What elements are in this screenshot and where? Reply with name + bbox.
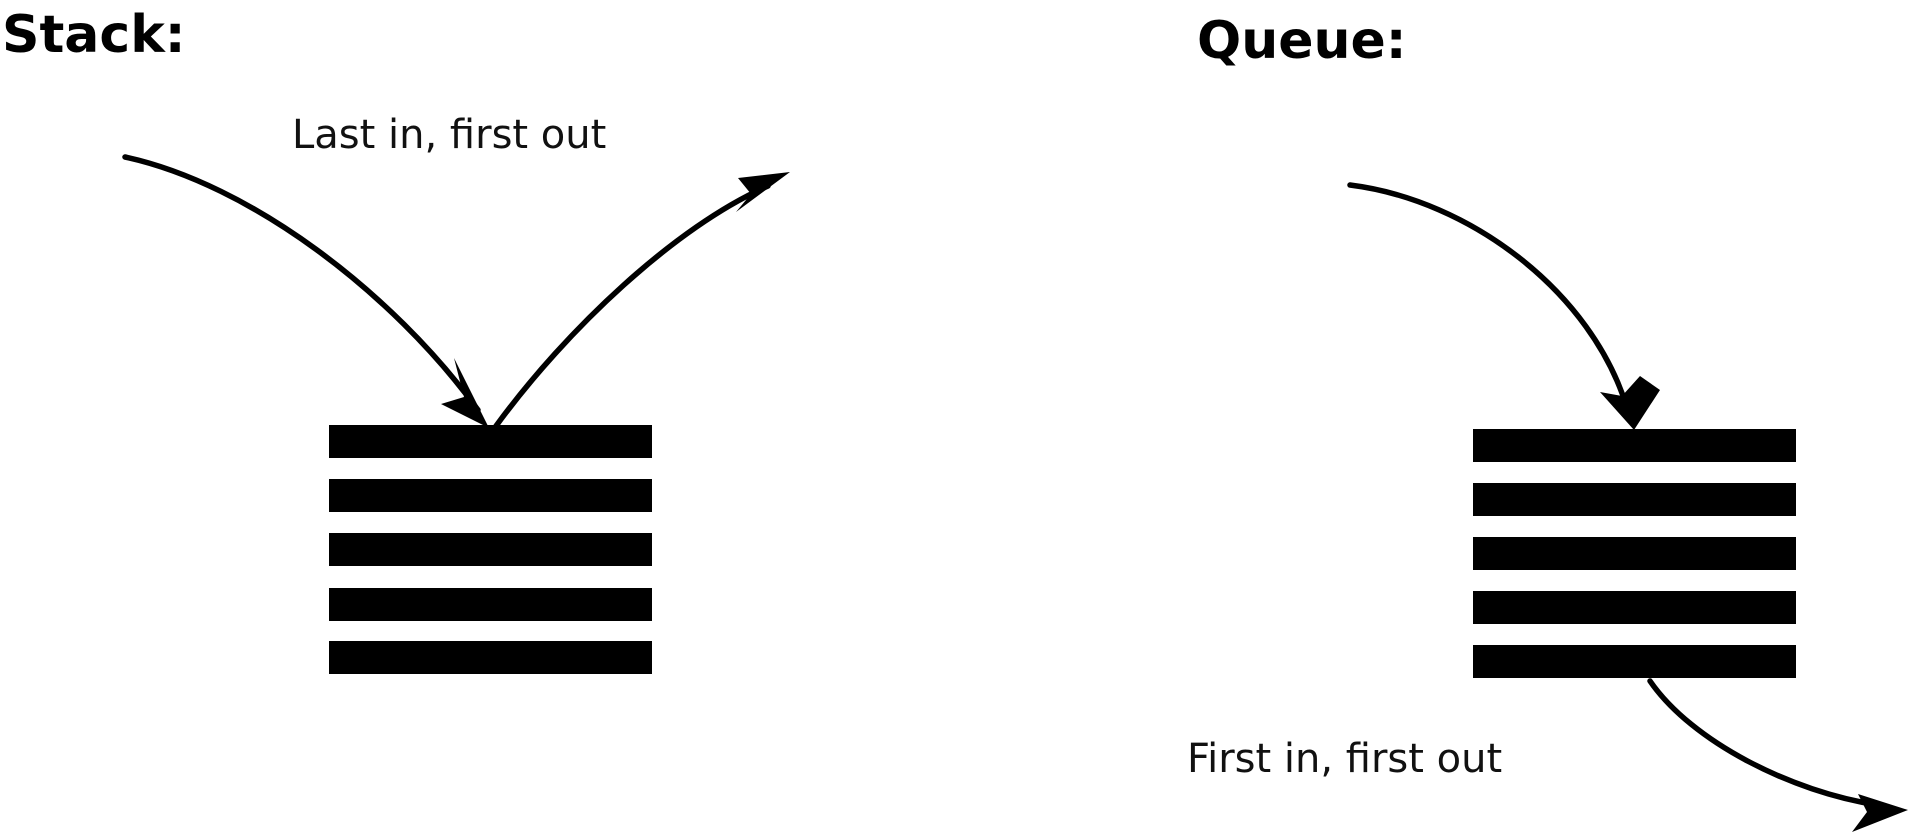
queue-group: Queue: First in, first out <box>1187 11 1908 832</box>
stack-bars <box>329 425 652 674</box>
queue-enqueue-arrow-head <box>1600 376 1660 430</box>
queue-bar-item <box>1473 645 1796 678</box>
queue-bars <box>1473 429 1796 678</box>
queue-bar-item <box>1473 483 1796 516</box>
queue-bar-item <box>1473 429 1796 462</box>
queue-bar-item <box>1473 591 1796 624</box>
queue-caption: First in, first out <box>1187 736 1502 782</box>
queue-enqueue-arrow <box>1347 182 1660 430</box>
queue-enqueue-arrow-curve <box>1347 182 1630 411</box>
stack-push-arrow-curve <box>122 154 481 413</box>
queue-bar-item <box>1473 537 1796 570</box>
queue-dequeue-arrow <box>1647 678 1908 832</box>
queue-title: Queue: <box>1197 11 1407 71</box>
stack-bar-item <box>329 641 652 674</box>
stack-push-arrow-head <box>441 358 489 428</box>
stack-group: Stack: Last in, first out <box>2 5 790 674</box>
stack-caption: Last in, first out <box>292 112 606 158</box>
stack-push-arrow <box>122 154 489 428</box>
stack-pop-arrow-curve <box>493 183 771 429</box>
stack-bar-item <box>329 479 652 512</box>
stack-title: Stack: <box>2 5 186 65</box>
stack-bar-item <box>329 533 652 566</box>
stack-bar-item <box>329 588 652 621</box>
queue-dequeue-arrow-head <box>1852 794 1908 832</box>
queue-dequeue-arrow-curve <box>1647 678 1881 808</box>
stack-pop-arrow <box>493 172 790 429</box>
stack-pop-arrow-head <box>736 172 790 212</box>
stack-bar-item <box>329 425 652 458</box>
